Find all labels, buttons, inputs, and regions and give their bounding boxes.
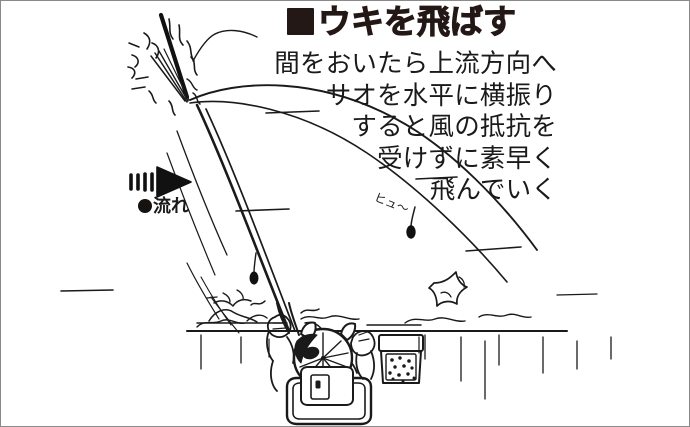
heading-bullet-square xyxy=(287,8,314,35)
splash-landing-star xyxy=(428,271,468,307)
flow-bullet-icon xyxy=(138,199,152,213)
bait-container xyxy=(378,334,424,384)
flow-label-text: 流れ xyxy=(153,196,189,216)
flow-label: 流れ xyxy=(138,197,189,215)
float-flight-path xyxy=(189,29,538,283)
body-copy-text: 間をおいたら上流方向へ サオを水平に横振り すると風の抵抗を 受けずに素早く 飛… xyxy=(274,50,557,204)
flow-arrow xyxy=(129,166,192,198)
heading: ウキを飛ばす xyxy=(287,3,517,40)
fishing-platform xyxy=(285,366,373,426)
rod-tip-impact-burst xyxy=(127,12,201,116)
water-surface xyxy=(186,313,568,400)
float-on-rig xyxy=(249,252,259,285)
water-rocks xyxy=(208,309,268,323)
heading-text: ウキを飛ばす xyxy=(317,3,516,40)
float-in-flight xyxy=(406,206,416,239)
air-motion-lines xyxy=(60,110,522,292)
splash-small-left xyxy=(206,289,252,307)
background-hatch xyxy=(556,293,612,370)
